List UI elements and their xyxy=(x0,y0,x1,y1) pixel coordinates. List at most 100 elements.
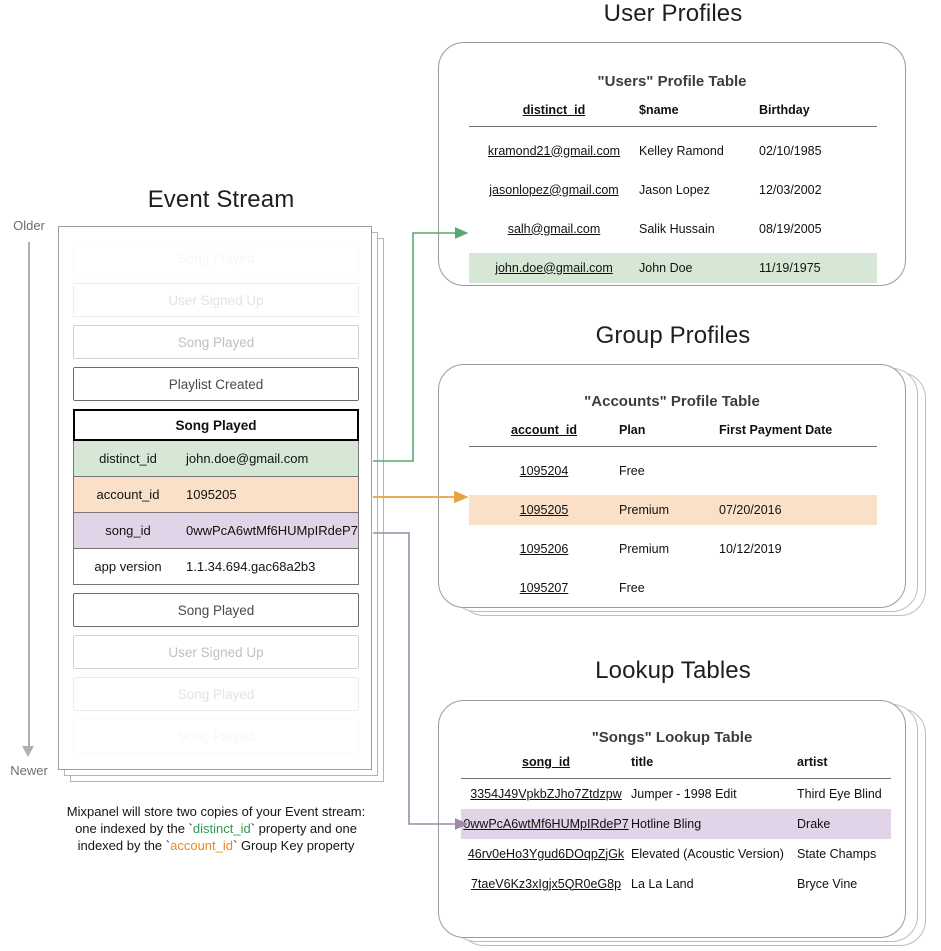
cell-title: Jumper - 1998 Edit xyxy=(631,786,737,801)
cell-title: Hotline Bling xyxy=(631,808,797,839)
songs-table-head: song_id title artist xyxy=(461,755,891,779)
cell-first-payment-date xyxy=(719,573,877,603)
event-property-app-version: app version 1.1.34.694.gac68a2b3 xyxy=(73,549,359,585)
property-key: account_id xyxy=(96,487,160,502)
caption-line-2-post: ` property and one xyxy=(250,821,357,836)
table-row[interactable]: kramond21@gmail.com Kelley Ramond 02/10/… xyxy=(469,136,877,166)
caption-text: Mixpanel will store two copies of your E… xyxy=(42,803,390,854)
table-row[interactable]: 7taeV6Kz3xIgjx5QR0eG8p La La Land Bryce … xyxy=(461,869,891,899)
caption-line-2-pre: one indexed by the ` xyxy=(75,821,193,836)
cell-distinct-id: jasonlopez@gmail.com xyxy=(489,182,619,197)
cell-distinct-id: kramond21@gmail.com xyxy=(487,143,621,158)
col-title: title xyxy=(631,755,654,769)
property-value: 1095205 xyxy=(186,487,237,502)
accounts-profile-panel: "Accounts" Profile Table account_id Plan… xyxy=(438,364,928,616)
cell-artist: Bryce Vine xyxy=(797,876,858,891)
cell-song-id: 0wwPcA6wtMf6HUMpIRdeP7 xyxy=(461,808,631,839)
cell-artist: Third Eye Blind xyxy=(797,786,882,801)
col-artist: artist xyxy=(797,755,828,769)
accounts-table-header-row: account_id Plan First Payment Date xyxy=(469,423,877,447)
cell-name: Kelley Ramond xyxy=(639,143,724,158)
table-row[interactable]: 1095207 Free xyxy=(469,573,877,603)
accounts-table-head: account_id Plan First Payment Date xyxy=(469,423,877,447)
cell-first-payment-date: 07/20/2016 xyxy=(719,494,877,525)
timeline-arrow-icon xyxy=(22,746,34,757)
table-row-highlighted[interactable]: john.doe@gmail.com John Doe 11/19/1975 xyxy=(469,252,877,283)
cell-birthday: 02/10/1985 xyxy=(759,143,822,158)
table-spacer xyxy=(469,486,877,495)
accounts-table: account_id Plan First Payment Date 10952… xyxy=(469,423,877,603)
col-distinct-id: distinct_id xyxy=(522,103,586,117)
cell-account-id: 1095204 xyxy=(519,463,569,478)
cell-birthday: 12/03/2002 xyxy=(759,182,822,197)
event-list: Song Played User Signed Up Song Played P… xyxy=(73,241,359,761)
caption-token-distinct-id: distinct_id xyxy=(192,821,251,836)
songs-table: song_id title artist 3354J49VpkbZJho7Ztd… xyxy=(461,755,891,899)
users-table: distinct_id $name Birthday kramond21@gma… xyxy=(469,103,877,283)
cell-song-id: 7taeV6Kz3xIgjx5QR0eG8p xyxy=(470,876,622,891)
col-first-payment-date: First Payment Date xyxy=(719,423,833,437)
table-row[interactable]: 1095206 Premium 10/12/2019 xyxy=(469,534,877,564)
property-value: 1.1.34.694.gac68a2b3 xyxy=(186,559,316,574)
timeline-line xyxy=(28,242,30,752)
col-song-id: song_id xyxy=(522,755,570,769)
accounts-profile-card: "Accounts" Profile Table account_id Plan… xyxy=(438,364,906,608)
event-row[interactable]: Song Played xyxy=(73,325,359,359)
cell-title: La La Land xyxy=(631,876,694,891)
cell-plan: Premium xyxy=(619,541,670,556)
event-row[interactable]: User Signed Up xyxy=(73,283,359,317)
users-profile-panel: "Users" Profile Table distinct_id $name … xyxy=(438,42,908,288)
table-row-highlighted[interactable]: 1095205 Premium 07/20/2016 xyxy=(469,494,877,525)
event-row[interactable]: User Signed Up xyxy=(73,635,359,669)
users-table-title: "Users" Profile Table xyxy=(597,73,747,90)
col-account-id: account_id xyxy=(511,423,577,437)
cell-plan: Free xyxy=(619,463,645,478)
cell-account-id: 1095206 xyxy=(519,541,569,556)
event-property-distinct-id: distinct_id john.doe@gmail.com xyxy=(73,441,359,477)
property-key: distinct_id xyxy=(99,451,157,466)
cell-title: Elevated (Acoustic Version) xyxy=(631,846,784,861)
table-spacer xyxy=(469,166,877,175)
table-row[interactable]: 3354J49VpkbZJho7Ztdzpw Jumper - 1998 Edi… xyxy=(461,779,891,809)
caption-line-3-post: ` Group Key property xyxy=(233,838,355,853)
event-row[interactable]: Song Played xyxy=(73,719,359,753)
songs-lookup-card: "Songs" Lookup Table song_id title artis… xyxy=(438,700,906,938)
users-table-body: kramond21@gmail.com Kelley Ramond 02/10/… xyxy=(469,127,877,283)
table-row[interactable]: 46rv0eHo3Ygud6DOqpZjGk Elevated (Acousti… xyxy=(461,839,891,869)
songs-lookup-panel: "Songs" Lookup Table song_id title artis… xyxy=(438,700,928,948)
cell-artist: Drake xyxy=(797,808,891,839)
event-stream-panel: Song Played User Signed Up Song Played P… xyxy=(58,226,384,782)
event-property-account-id: account_id 1095205 xyxy=(73,477,359,513)
lookup-tables-title: Lookup Tables xyxy=(595,657,751,684)
property-key: song_id xyxy=(105,523,151,538)
songs-table-body: 3354J49VpkbZJho7Ztdzpw Jumper - 1998 Edi… xyxy=(461,779,891,899)
property-value: john.doe@gmail.com xyxy=(186,451,309,466)
users-table-head: distinct_id $name Birthday xyxy=(469,103,877,127)
cell-plan: Premium xyxy=(619,494,719,525)
users-table-header-row: distinct_id $name Birthday xyxy=(469,103,877,127)
table-row-highlighted[interactable]: 0wwPcA6wtMf6HUMpIRdeP7 Hotline Bling Dra… xyxy=(461,808,891,839)
caption-line-3-pre: indexed by the ` xyxy=(77,838,171,853)
table-row[interactable]: salh@gmail.com Salik Hussain 08/19/2005 xyxy=(469,214,877,244)
cell-artist: State Champs xyxy=(797,846,877,861)
event-row-expanded[interactable]: Song Played distinct_id john.doe@gmail.c… xyxy=(73,409,359,585)
event-row[interactable]: Song Played xyxy=(73,677,359,711)
event-property-song-id: song_id 0wwPcA6wtMf6HUMpIRdeP7 xyxy=(73,513,359,549)
cell-distinct-id: john.doe@gmail.com xyxy=(469,252,639,283)
cell-name: Jason Lopez xyxy=(639,182,710,197)
col-plan: Plan xyxy=(619,423,646,437)
table-row[interactable]: 1095204 Free xyxy=(469,456,877,486)
table-row[interactable]: jasonlopez@gmail.com Jason Lopez 12/03/2… xyxy=(469,175,877,205)
table-spacer xyxy=(469,205,877,214)
songs-table-header-row: song_id title artist xyxy=(461,755,891,779)
event-row[interactable]: Song Played xyxy=(73,593,359,627)
event-row[interactable]: Playlist Created xyxy=(73,367,359,401)
cell-first-payment-date: 10/12/2019 xyxy=(719,541,782,556)
table-spacer xyxy=(469,127,877,136)
timeline-axis: Older Newer xyxy=(0,218,58,783)
event-row[interactable]: Song Played xyxy=(73,241,359,275)
table-spacer xyxy=(469,447,877,456)
accounts-table-body: 1095204 Free 1095205 Premium 07/20/2016 … xyxy=(469,447,877,603)
cell-account-id: 1095205 xyxy=(469,494,619,525)
cell-account-id: 1095207 xyxy=(519,580,569,595)
